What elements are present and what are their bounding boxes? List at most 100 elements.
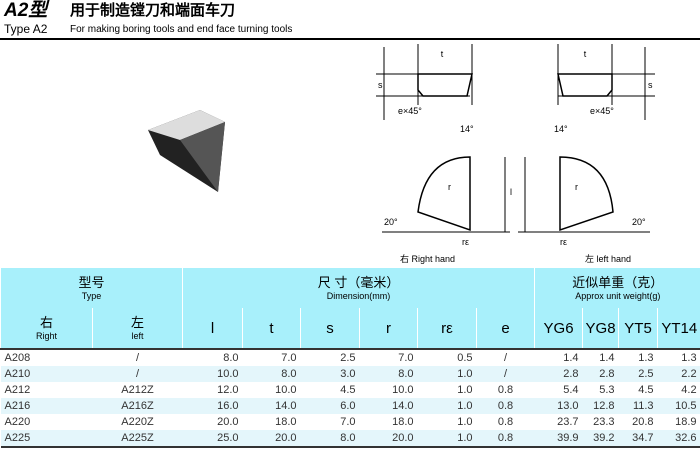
- table-cell: 1.3: [681, 352, 697, 364]
- page-title: A2型: [4, 0, 48, 21]
- col-header: YT5: [618, 308, 658, 350]
- table-cell: 0.8: [476, 430, 535, 448]
- table-cell: /: [135, 352, 140, 364]
- table-cell: 2.5: [618, 366, 658, 382]
- table-cell: A225: [0, 430, 93, 448]
- col-header: l: [182, 308, 243, 350]
- label-t-left: t: [584, 49, 587, 59]
- table-cell: 4.2: [681, 384, 697, 396]
- table-cell: 18.0: [275, 416, 297, 428]
- table-cell: 39.2: [582, 430, 619, 448]
- col-header: t: [242, 308, 301, 350]
- label-14: 14°: [460, 124, 474, 134]
- insert-drawing: t t s s e×45° e×45° 14° 14° r r l 20° 20…: [376, 44, 655, 264]
- label-s: s: [378, 80, 383, 90]
- table-cell: 14.0: [359, 398, 418, 414]
- table-cell: 7.0: [281, 352, 297, 364]
- table-cell: 1.4: [563, 352, 579, 364]
- table-cell: 0.5: [457, 352, 473, 364]
- table-cell: A208: [4, 352, 31, 364]
- label-chamfer: e×45°: [398, 106, 422, 116]
- col-header: YG8: [582, 308, 619, 350]
- table-cell: 2.8: [534, 366, 583, 382]
- title-cn: 用于制造镗刀和端面车刀: [70, 2, 236, 19]
- table-cell: A212Z: [121, 384, 154, 396]
- table-cell: 20.0: [217, 416, 239, 428]
- table-cell: /: [476, 366, 535, 382]
- insert-photo: [148, 110, 225, 192]
- table-cell: 8.0: [223, 352, 239, 364]
- label-20: 20°: [384, 217, 398, 227]
- label-14-left: 14°: [554, 124, 568, 134]
- label-r-left: r: [575, 182, 578, 192]
- table-cell: 7.0: [340, 416, 356, 428]
- table-cell: 32.6: [657, 430, 700, 448]
- table-cell: A216Z: [92, 398, 183, 414]
- table-cell: 8.0: [359, 366, 418, 382]
- description: For making boring tools and end face tur…: [70, 24, 293, 35]
- label-l: l: [510, 187, 512, 197]
- table-cell: 1.0: [417, 366, 477, 382]
- col-header: YG6: [534, 308, 583, 350]
- divider: [0, 38, 700, 40]
- table-cell: 6.0: [300, 398, 360, 414]
- table-cell: 1.4: [599, 352, 615, 364]
- table-cell: 7.0: [398, 352, 414, 364]
- table-cell: 20.0: [242, 430, 301, 448]
- label-r: r: [448, 182, 451, 192]
- table-cell: 16.0: [182, 398, 243, 414]
- table-cell: 2.8: [582, 366, 619, 382]
- label-s-left: s: [648, 80, 653, 90]
- left-hand-label: 左 left hand: [585, 253, 631, 264]
- table-cell: 23.3: [593, 416, 615, 428]
- table-cell: 20.8: [632, 416, 654, 428]
- table-cell: 14.0: [242, 398, 301, 414]
- table-cell: 1.0: [457, 416, 473, 428]
- table-cell: 10.0: [275, 384, 297, 396]
- table-cell: 18.0: [392, 416, 414, 428]
- table-cell: 39.9: [534, 430, 583, 448]
- table-cell: 20.0: [359, 430, 418, 448]
- table-cell: 1.0: [417, 430, 477, 448]
- table-cell: 8.0: [300, 430, 360, 448]
- table-cell: 1.0: [457, 384, 473, 396]
- table-cell: 4.5: [638, 384, 654, 396]
- table-cell: 8.0: [242, 366, 301, 382]
- table-cell: 0.8: [476, 398, 535, 414]
- table-cell: /: [92, 366, 183, 382]
- table-cell: A225Z: [92, 430, 183, 448]
- table-cell: A216: [0, 398, 93, 414]
- table-cell: 13.0: [534, 398, 583, 414]
- table-cell: 2.2: [657, 366, 700, 382]
- type-label: Type A2: [4, 22, 48, 36]
- weight-header: 近似单重（克）Approx unit weight(g): [534, 268, 700, 308]
- label-rc: rε: [462, 237, 469, 247]
- label-chamfer-left: e×45°: [590, 106, 614, 116]
- table-cell: 25.0: [182, 430, 243, 448]
- col-header: e: [476, 308, 535, 350]
- col-header: r: [359, 308, 418, 350]
- table-cell: 10.0: [392, 384, 414, 396]
- label-rc-left: rε: [560, 237, 567, 247]
- table-cell: /: [504, 352, 508, 364]
- table-cell: 3.0: [300, 366, 360, 382]
- table-cell: 11.3: [618, 398, 658, 414]
- dimension-header: 尺 寸（毫米）Dimension(mm): [182, 268, 535, 308]
- table-cell: 34.7: [618, 430, 658, 448]
- table-cell: A210: [0, 366, 93, 382]
- table-cell: 12.8: [582, 398, 619, 414]
- table-cell: 5.3: [599, 384, 615, 396]
- table-cell: A220Z: [121, 416, 154, 428]
- table-cell: 12.0: [217, 384, 239, 396]
- table-cell: 10.0: [182, 366, 243, 382]
- table-cell: 0.8: [497, 384, 514, 396]
